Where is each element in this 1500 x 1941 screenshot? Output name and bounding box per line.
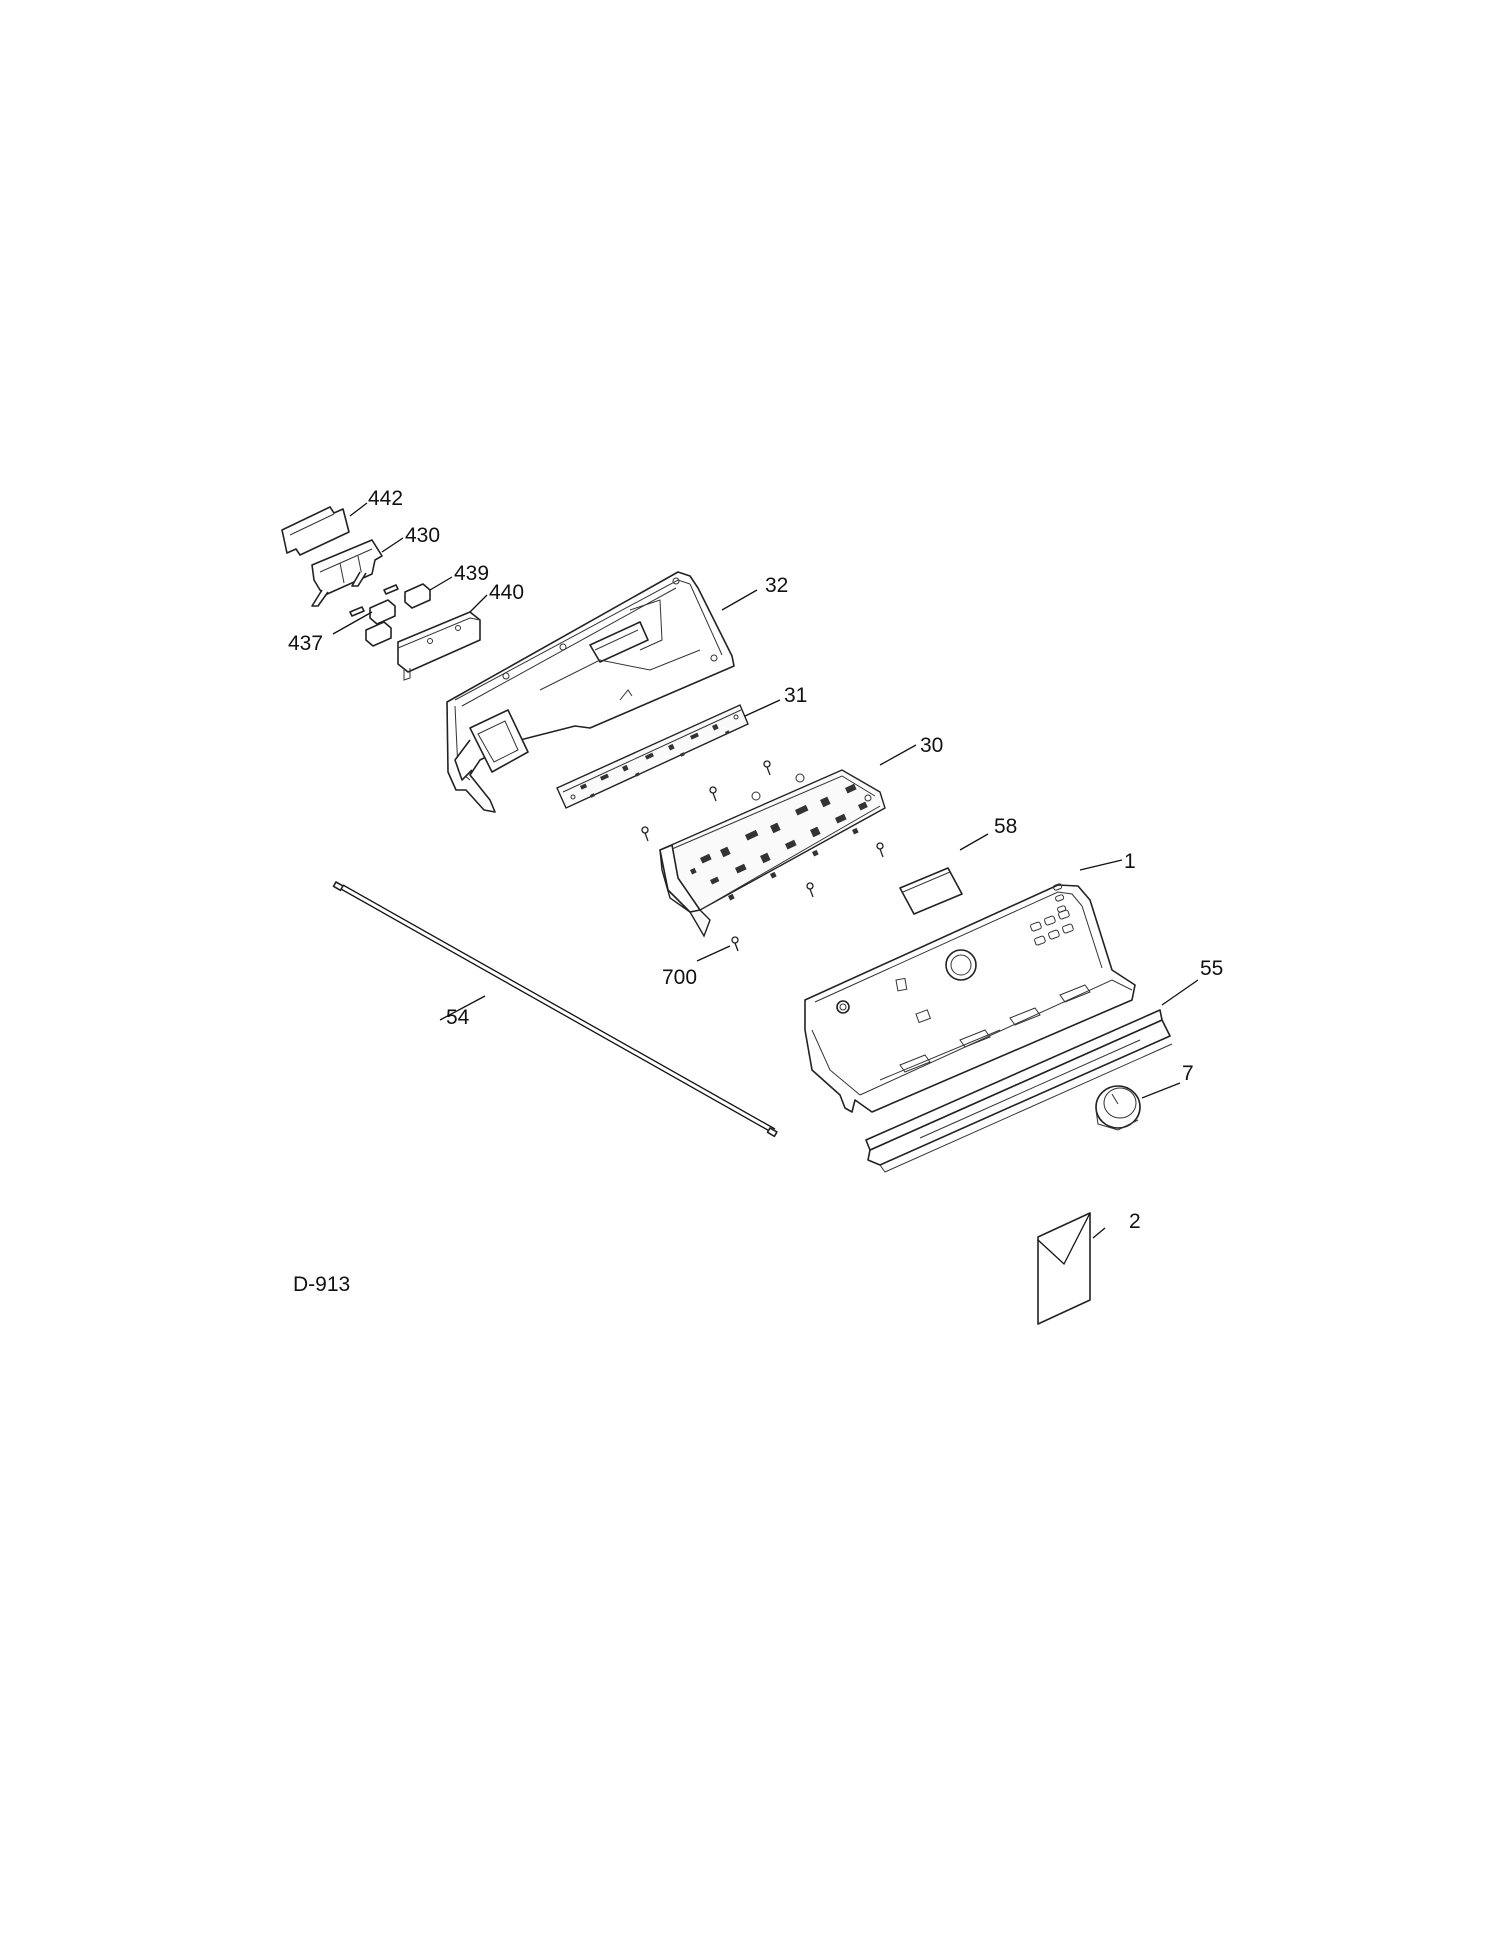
part-7[interactable] [1095,1085,1141,1131]
callout-439: 439 [454,562,489,585]
callout-2: 2 [1129,1210,1141,1233]
callout-31: 31 [784,684,807,707]
part-442[interactable] [281,506,350,556]
part-58[interactable] [899,867,963,915]
callout-1: 1 [1124,850,1136,873]
sheet-label: D-913 [293,1273,350,1296]
part-30-screws [641,760,884,898]
callout-30: 30 [920,734,943,757]
part-440[interactable] [397,611,481,681]
leader-lines [332,502,1199,1239]
callout-700: 700 [662,966,697,989]
callout-437: 437 [288,632,323,655]
callout-442: 442 [368,487,403,510]
callout-58: 58 [994,815,1017,838]
part-30[interactable] [659,769,886,938]
callout-32: 32 [765,574,788,597]
part-2[interactable] [1037,1212,1091,1325]
part-430[interactable] [311,539,383,607]
part-439[interactable] [365,583,431,647]
callout-55: 55 [1200,957,1223,980]
part-1[interactable] [804,883,1136,1113]
part-437[interactable] [349,584,399,617]
part-700[interactable] [731,936,739,952]
callout-430: 430 [405,524,440,547]
callout-7: 7 [1182,1062,1194,1085]
callout-labels: 442 430 439 440 437 32 31 30 58 1 55 7 7… [288,487,1223,1296]
callout-440: 440 [489,581,524,604]
callout-54: 54 [446,1006,470,1029]
part-55[interactable] [865,1009,1173,1173]
part-54[interactable] [332,881,778,1138]
part-31[interactable] [556,704,749,809]
part-32[interactable] [446,571,735,813]
